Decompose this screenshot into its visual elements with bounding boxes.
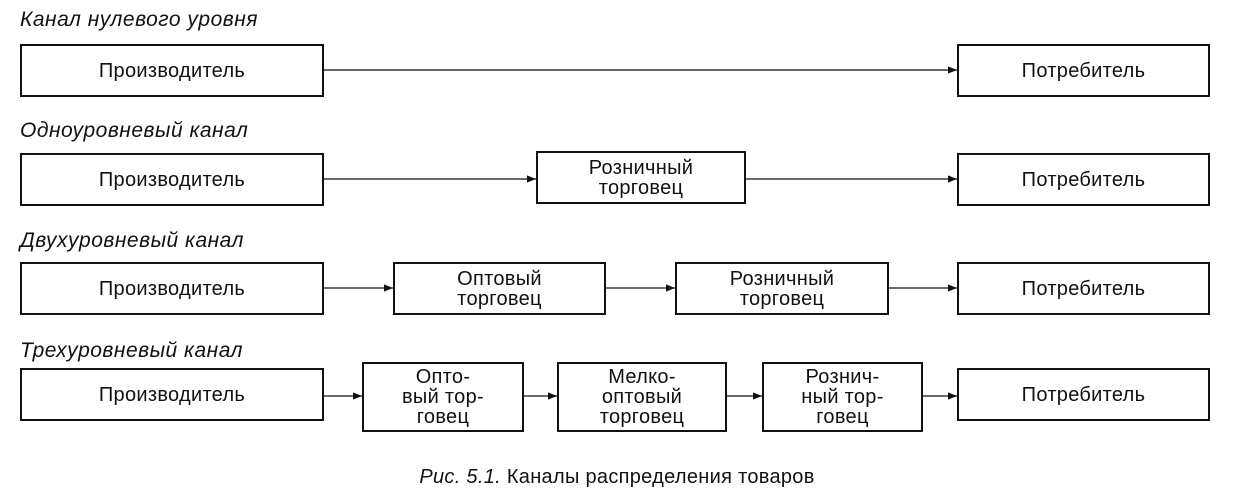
box-consumer: Потребитель — [957, 368, 1210, 421]
box-label: Потребитель — [1021, 59, 1146, 82]
box-retailer: Розничный торговец — [675, 262, 889, 315]
box-wholesaler: Опто- вый тор- говец — [362, 362, 524, 432]
box-label: Производитель — [98, 277, 246, 300]
box-label: Производитель — [98, 59, 246, 82]
box-small-wholesaler: Мелко- оптовый торговец — [557, 362, 727, 432]
box-label: Оптовый торговец — [457, 267, 542, 310]
box-label: Рознич- ный тор- говец — [801, 366, 884, 428]
box-label: Розничный торговец — [729, 267, 835, 310]
box-producer: Производитель — [20, 44, 324, 97]
row-title-two-level: Двухуровневый канал — [20, 229, 244, 252]
row-title-zero-level: Канал нулевого уровня — [20, 8, 258, 31]
box-producer: Производитель — [20, 153, 324, 206]
box-label: Производитель — [98, 383, 246, 406]
caption-text: Каналы распределения товаров — [506, 466, 815, 488]
box-consumer: Потребитель — [957, 262, 1210, 315]
box-retailer: Розничный торговец — [536, 151, 746, 204]
box-consumer: Потребитель — [957, 153, 1210, 206]
box-label: Потребитель — [1021, 168, 1146, 191]
row-title-three-level: Трехуровневый канал — [20, 339, 243, 362]
box-label: Потребитель — [1021, 383, 1146, 406]
row-title-one-level: Одноуровневый канал — [20, 119, 249, 142]
box-wholesaler: Оптовый торговец — [393, 262, 606, 315]
caption-prefix: Рис. 5.1. — [419, 466, 501, 488]
box-producer: Производитель — [20, 262, 324, 315]
figure-caption: Рис. 5.1. Каналы распределения товаров — [0, 466, 1234, 489]
box-label: Опто- вый тор- говец — [402, 366, 484, 428]
box-producer: Производитель — [20, 368, 324, 421]
box-consumer: Потребитель — [957, 44, 1210, 97]
box-label: Розничный торговец — [588, 156, 694, 199]
box-label: Мелко- оптовый торговец — [599, 366, 685, 428]
box-label: Производитель — [98, 168, 246, 191]
box-retailer: Рознич- ный тор- говец — [762, 362, 923, 432]
box-label: Потребитель — [1021, 277, 1146, 300]
